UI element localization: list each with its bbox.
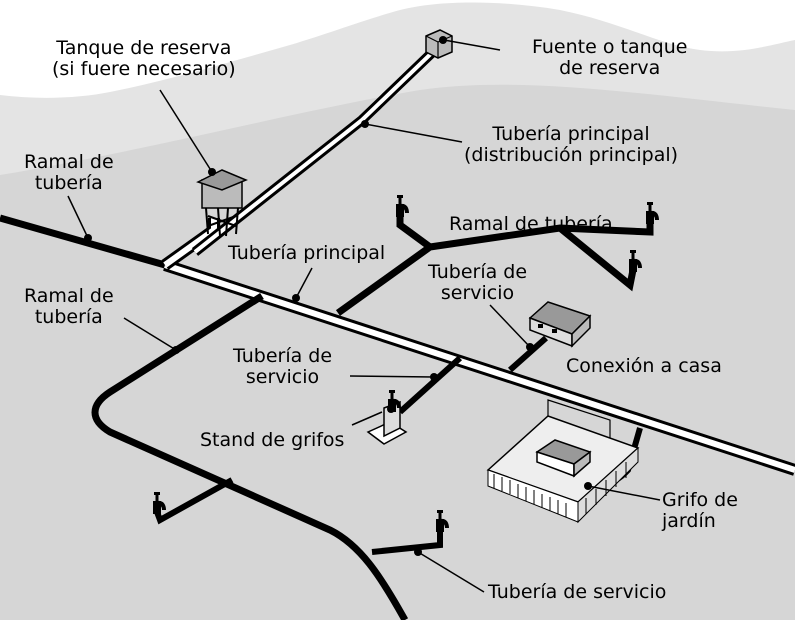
garden-tap-leader <box>587 485 661 501</box>
main-distribution-line-2: (distribución principal) <box>464 144 679 166</box>
branch-top-right-line-1: Ramal de tubería <box>449 213 613 235</box>
main-distribution-leader <box>364 123 463 143</box>
reserve-tank-leader <box>159 89 213 173</box>
service-pipe-stand <box>397 355 463 415</box>
garden-tap-label: Grifo de jardín <box>662 490 738 532</box>
source-line-2: de reserva <box>559 57 661 79</box>
service-center-line-2: servicio <box>245 366 320 388</box>
source-line-1: Fuente o tanque <box>532 36 688 58</box>
main-pipe-line-1: Tubería principal <box>228 242 386 264</box>
branch-pipe-left <box>91 293 409 620</box>
water-tower-icon <box>196 168 248 237</box>
branch-top-left-label: Ramal de tubería <box>24 152 114 194</box>
main-pipe-leader <box>295 267 313 299</box>
source-tank-icon <box>425 29 453 59</box>
house-icon <box>528 301 592 348</box>
tap-stand-leader <box>351 411 383 426</box>
branch-left-leader <box>123 317 177 351</box>
source-leader <box>443 39 501 51</box>
branch-pipe-top-right <box>335 215 654 316</box>
service-bottom-line-1: Tubería de servicio <box>488 581 667 603</box>
branch-top-left-line-1: Ramal de <box>24 151 114 173</box>
house-connection-label: Conexión a casa <box>566 356 722 377</box>
main-pipe <box>161 41 795 476</box>
service-right-label: Tubería de servicio <box>428 262 527 304</box>
service-right-line-1: Tubería de <box>428 261 528 283</box>
branch-top-right-label: Ramal de tubería <box>449 214 613 235</box>
fenced-house-icon <box>486 399 640 524</box>
service-right-line-2: servicio <box>440 282 515 304</box>
reserve-tank-line-1: Tanque de reserva <box>56 37 232 59</box>
main-distribution-line-1: Tubería principal <box>492 123 650 145</box>
main-distribution-label: Tubería principal (distribución principa… <box>464 124 678 166</box>
service-pipe-bottom <box>371 530 443 555</box>
branch-left-line-2: tubería <box>34 306 103 328</box>
service-center-leader <box>349 375 435 378</box>
tap-stand-line-1: Stand de grifos <box>200 429 345 451</box>
source-label: Fuente o tanque de reserva <box>532 37 687 79</box>
service-bottom-leader <box>417 551 485 593</box>
main-pipe-label: Tubería principal <box>228 243 385 264</box>
service-center-line-1: Tubería de <box>233 345 333 367</box>
reserve-tank-line-2: (si fuere necesario) <box>52 58 236 80</box>
service-pipe-lower-left <box>154 477 234 525</box>
service-right-leader <box>489 304 531 348</box>
branch-top-left-line-2: tubería <box>34 172 103 194</box>
garden-tap-line-1: Grifo de <box>662 489 738 511</box>
branch-left-label: Ramal de tubería <box>24 286 114 328</box>
garden-tap-line-2: jardín <box>662 510 716 532</box>
tap-stand-label: Stand de grifos <box>200 430 344 451</box>
house-connection-line-1: Conexión a casa <box>566 355 722 377</box>
branch-top-left-leader <box>67 195 89 239</box>
service-bottom-label: Tubería de servicio <box>488 582 666 603</box>
branch-left-line-1: Ramal de <box>24 285 114 307</box>
service-pipe-house <box>508 335 548 373</box>
reserve-tank-label: Tanque de reserva (si fuere necesario) <box>52 38 236 80</box>
service-center-label: Tubería de servicio <box>233 346 332 388</box>
branch-pipe-top-left <box>0 214 166 269</box>
